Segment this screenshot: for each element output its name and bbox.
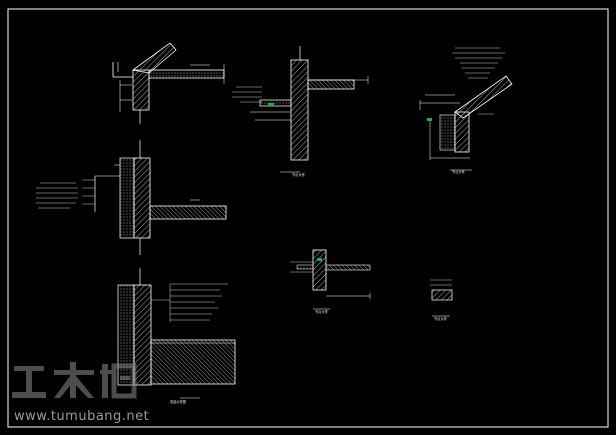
detail-wall-slab-middle bbox=[36, 140, 227, 255]
detail-caption-1: 节点大样 bbox=[292, 172, 306, 177]
watermark-logo bbox=[12, 362, 137, 399]
detail-caption-5: 成品大样图 bbox=[170, 399, 186, 404]
waterproof-marker bbox=[268, 103, 274, 106]
detail-small-wall-joint bbox=[290, 249, 371, 310]
waterproof-marker-right bbox=[427, 118, 432, 121]
detail-caption-4: 节点大样 bbox=[434, 316, 448, 321]
detail-caption-2: 节点大样 bbox=[452, 169, 466, 174]
detail-roof-eave-left bbox=[112, 42, 225, 124]
detail-small-block bbox=[430, 279, 453, 317]
drawing-frame bbox=[7, 8, 609, 428]
detail-foundation-wall bbox=[117, 268, 236, 399]
detail-roof-parapet-right bbox=[419, 47, 513, 171]
detail-caption-3: 节点大样 bbox=[315, 309, 329, 314]
waterproof-marker-center bbox=[317, 258, 322, 261]
watermark-url: www.tumubang.net bbox=[14, 409, 149, 424]
detail-wall-cantilever bbox=[232, 46, 369, 173]
